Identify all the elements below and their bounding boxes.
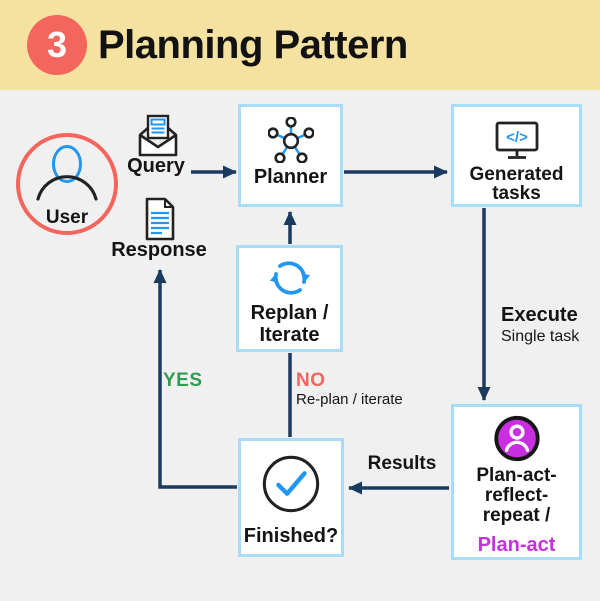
- execute-label: Execute: [501, 304, 578, 326]
- user-label: User: [45, 207, 89, 228]
- refresh-icon: [269, 261, 310, 295]
- replan-iterate-label: Replan / Iterate: [251, 302, 329, 346]
- svg-text:</>: </>: [506, 129, 528, 146]
- page-title: Planning Pattern: [98, 22, 408, 67]
- plan-act-line3: repeat /: [482, 505, 551, 526]
- finished-node: Finished?: [238, 438, 344, 557]
- document-icon: [145, 197, 175, 241]
- plan-act-line1: Plan-act-: [476, 465, 557, 486]
- network-icon: [267, 117, 314, 163]
- header: 3 Planning Pattern: [0, 0, 600, 90]
- generated-tasks-node: </> Generated tasks: [451, 104, 582, 207]
- person-circle-icon: [493, 415, 540, 462]
- step-number-badge: 3: [27, 15, 87, 75]
- query-label: Query: [127, 155, 185, 177]
- user-node: User: [16, 133, 118, 235]
- envelope-icon: [138, 114, 178, 157]
- no-sublabel: Re-plan / iterate: [296, 391, 403, 408]
- code-monitor-icon: </>: [495, 121, 538, 159]
- generated-tasks-label: Generated tasks: [470, 165, 564, 203]
- plan-act-label: Plan-act- reflect- repeat /: [476, 466, 556, 526]
- replan-line2: Iterate: [259, 324, 320, 346]
- execute-sublabel: Single task: [501, 328, 580, 345]
- replan-line1: Replan /: [250, 302, 329, 324]
- no-label: NO: [296, 370, 326, 391]
- user-icon: [36, 145, 98, 201]
- finished-label: Finished?: [243, 525, 339, 547]
- plan-act-highlight-label: Plan-act: [477, 534, 556, 556]
- step-number: 3: [46, 24, 68, 65]
- yes-label: YES: [163, 370, 203, 391]
- planner-label: Planner: [253, 166, 328, 188]
- results-label: Results: [367, 453, 437, 474]
- plan-act-node: Plan-act- reflect- repeat / Plan-act: [451, 404, 582, 560]
- generated-tasks-line2: tasks: [492, 183, 541, 204]
- check-circle-icon: [262, 455, 320, 513]
- arrow-yes-to-response: [153, 269, 237, 489]
- replan-iterate-node: Replan / Iterate: [236, 245, 343, 352]
- generated-tasks-line1: Generated: [469, 164, 564, 185]
- plan-act-line2: reflect-: [484, 485, 549, 506]
- planner-node: Planner: [238, 104, 343, 207]
- response-label: Response: [111, 239, 207, 261]
